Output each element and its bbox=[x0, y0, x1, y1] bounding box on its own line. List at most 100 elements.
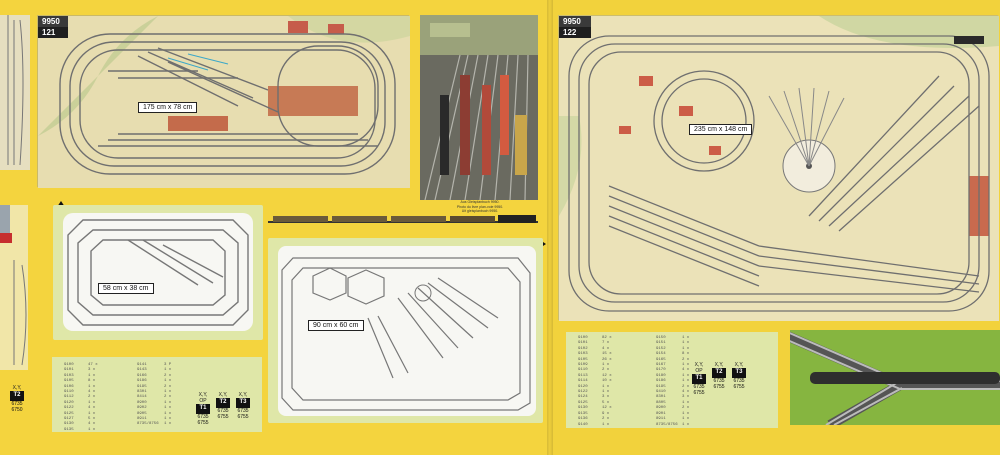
parts-list-entry: 9195 bbox=[656, 384, 666, 389]
parts-list-entry: 1 x bbox=[682, 411, 690, 416]
parts-list-entry: 9110 bbox=[64, 390, 74, 395]
parts-list-entry: 1 x bbox=[682, 363, 690, 368]
medium-layout-dimensions: 90 cm x 60 cm bbox=[308, 320, 364, 331]
parts-list-entry: 8301 bbox=[137, 390, 147, 395]
parts-list-entry: 9106 bbox=[64, 384, 74, 389]
layout-121-dimensions: 175 cm x 78 cm bbox=[138, 102, 198, 113]
parts-list-entry: 3 P bbox=[164, 363, 172, 367]
parts-list-entry: 2 x bbox=[164, 395, 172, 400]
parts-list-entry: 1 x bbox=[88, 384, 96, 389]
parts-list-entry: 9186 bbox=[656, 379, 666, 384]
parts-list-entry: 8905 bbox=[137, 411, 147, 416]
parts-list-entry: 1 x bbox=[682, 373, 690, 378]
badge-number: 6755 bbox=[217, 414, 229, 420]
parts-list-entry: 9122 bbox=[64, 406, 74, 411]
parts-list-entry: 9105 bbox=[578, 357, 588, 362]
parts-list-entry: 9125 bbox=[578, 400, 588, 405]
parts-list-entry: 5 x bbox=[88, 417, 96, 422]
parts-list-entry: 9141 bbox=[137, 363, 147, 367]
parts-list-entry: 4 x bbox=[602, 346, 610, 351]
parts-list-entry: 1 x bbox=[682, 336, 690, 340]
badge-number: 6755 bbox=[237, 414, 249, 420]
left-edge-track-plan bbox=[7, 15, 24, 166]
parts-list-entry: 9109 bbox=[578, 363, 588, 368]
parts-list-entry: 2 x bbox=[602, 368, 610, 373]
badge-number: 6735 bbox=[217, 408, 229, 414]
layout-122-dimensions: 235 cm x 148 cm bbox=[689, 124, 753, 135]
layout-122-series-tag: 9950 bbox=[559, 16, 591, 27]
parts-list-entry: 9114 bbox=[578, 379, 588, 384]
parts-list-entry: 9103 bbox=[64, 373, 74, 378]
parts-list-entry: 8301 bbox=[656, 395, 666, 400]
parts-list-entry: 8902 bbox=[137, 406, 147, 411]
parts-list-entry: 7 x bbox=[602, 341, 610, 346]
badge-number: 6735 bbox=[197, 414, 209, 420]
layout-121-illustration bbox=[38, 16, 410, 188]
parts-list-entry: 9122 bbox=[578, 390, 588, 395]
parts-list-entry: 4 x bbox=[682, 368, 690, 373]
badge-number: 6735 bbox=[693, 384, 705, 390]
parts-list-entry: 5 x bbox=[602, 400, 610, 405]
parts-list-entry: 1 x bbox=[164, 390, 172, 395]
badge-title: X,Y, bbox=[734, 362, 744, 368]
parts-list-entry: 9130 bbox=[578, 406, 588, 411]
medium-layout-arrow bbox=[540, 240, 546, 248]
parts-list-entry: 2 x bbox=[682, 357, 690, 362]
layout-121-series-tag: 9950 bbox=[38, 16, 68, 27]
small-layout-panel: 58 cm x 38 cm bbox=[53, 205, 263, 340]
parts-list-entry: 9102 bbox=[578, 346, 588, 351]
parts-list-entry: 9100 bbox=[578, 336, 588, 340]
parts-list-entry: 4 x bbox=[682, 390, 690, 395]
parts-list-entry: 12 x bbox=[602, 406, 612, 411]
medium-layout-track-plan bbox=[278, 246, 536, 416]
parts-list-entry: 9124 bbox=[578, 395, 588, 400]
parts-list-entry: 1 x bbox=[164, 406, 172, 411]
parts-list-entry: 47 x bbox=[88, 363, 98, 367]
parts-list-entry: 9167 bbox=[656, 363, 666, 368]
parts-list-entry: 9140 bbox=[578, 422, 588, 427]
parts-list-entry: 9101 bbox=[64, 368, 74, 373]
badge-title: X,Y, bbox=[238, 392, 248, 398]
parts-list-entry: 8735/8756 bbox=[656, 422, 678, 427]
track-photo bbox=[790, 330, 1000, 425]
parts-list-entry: 1 x bbox=[164, 400, 172, 405]
small-layout-dimensions: 58 cm x 38 cm bbox=[98, 283, 154, 294]
parts-list-entry: 9130 bbox=[64, 422, 74, 427]
parts-list-entry: 2 x bbox=[682, 384, 690, 389]
page-fold bbox=[547, 0, 553, 455]
left-edge-strip bbox=[0, 15, 30, 170]
parts-list-entry: 9166 bbox=[137, 373, 147, 378]
badge-number: 6735 bbox=[713, 378, 725, 384]
parts-list-entry: 1 x bbox=[164, 379, 172, 384]
badge-number: 6735 bbox=[733, 378, 745, 384]
parts-list-entry: 9120 bbox=[578, 384, 588, 389]
layout-121-number-tag: 121 bbox=[38, 27, 68, 38]
parts-list-entry: 9170 bbox=[656, 368, 666, 373]
badge-box: T2 bbox=[712, 368, 726, 378]
parts-list-entry: 1 x bbox=[682, 400, 690, 405]
badge-title: X,Y, bbox=[714, 362, 724, 368]
parts-list-entry: 1 x bbox=[88, 400, 96, 405]
left-edge-strip-2 bbox=[0, 205, 28, 370]
parts-list-entry: 3 x bbox=[682, 395, 690, 400]
parts-list-entry: 26 x bbox=[602, 357, 612, 362]
parts-list-entry: 1 x bbox=[602, 390, 610, 395]
train-strip bbox=[268, 215, 538, 223]
parts-list-entry: 1 x bbox=[164, 417, 172, 422]
parts-list-entry: 8805 bbox=[656, 400, 666, 405]
model-railway-photo bbox=[420, 15, 538, 200]
parts-list-entry: 9152 bbox=[656, 346, 666, 351]
parts-list-entry: 82 x bbox=[602, 336, 612, 340]
parts-list-entry: 8901 bbox=[656, 411, 666, 416]
parts-list-entry: 2 x bbox=[682, 406, 690, 411]
parts-list-entry: 8 x bbox=[682, 352, 690, 357]
